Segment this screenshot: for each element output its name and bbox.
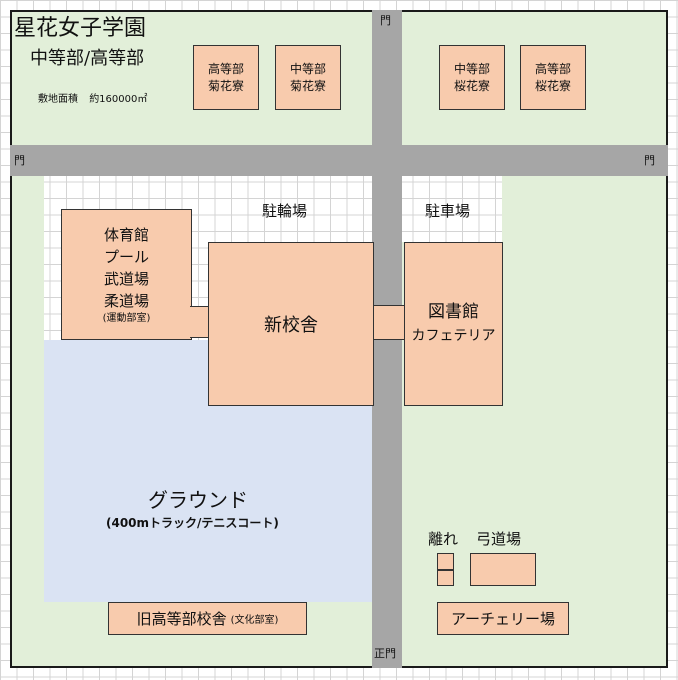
new-school-building: 新校舎 (208, 242, 374, 406)
gate-top: 門 (380, 14, 391, 27)
car-parking-label: 駐車場 (425, 202, 471, 220)
dorm-ouka-middle: 中等部 桜花寮 (439, 45, 505, 110)
old-building-name: 旧高等部校舎 (136, 610, 227, 628)
old-building-note: (文化部室) (230, 615, 279, 626)
gym-note: (運動部室) (102, 313, 151, 324)
annex-building (437, 553, 454, 586)
dorm-kikka-high: 高等部 菊花寮 (193, 45, 259, 110)
gym-line: プール (103, 248, 149, 266)
area-value: 約160000㎡ (89, 94, 148, 105)
school-subtitle: 中等部/高等部 (30, 48, 145, 69)
ground-name: グラウンド (148, 488, 248, 512)
dorm-line2: 桜花寮 (534, 78, 571, 93)
dorm-kikka-middle: 中等部 菊花寮 (275, 45, 341, 110)
gym-line: 武道場 (103, 270, 149, 288)
archery-range: アーチェリー場 (437, 602, 569, 635)
dorm-line1: 高等部 (534, 61, 571, 76)
gate-right: 門 (644, 154, 655, 167)
library-sub: カフェテリア (411, 328, 496, 344)
annex-label: 離れ (428, 530, 459, 548)
library-connector (372, 305, 406, 340)
dorm-line1: 中等部 (289, 61, 326, 76)
old-high-school-building: 旧高等部校舎 (文化部室) (108, 602, 307, 635)
dorm-line2: 菊花寮 (207, 78, 244, 93)
gym-line: 体育館 (103, 226, 149, 244)
area-label-text: 敷地面積 (38, 94, 78, 105)
ground-sub: (400mトラック/テニスコート) (106, 516, 279, 530)
gym-connector (190, 306, 210, 338)
kyudo-label: 弓道場 (476, 530, 522, 548)
grid-zone-parking (402, 176, 502, 242)
gym-building: 体育館 プール 武道場 柔道場 (運動部室) (61, 209, 192, 340)
annex-divider (438, 569, 453, 571)
dorm-line2: 菊花寮 (289, 78, 326, 93)
gate-left: 門 (14, 154, 25, 167)
library-building: 図書館 カフェテリア (404, 242, 503, 406)
kyudo-building (470, 553, 536, 586)
school-title: 星花女子学園 (14, 16, 147, 41)
dorm-ouka-high: 高等部 桜花寮 (520, 45, 586, 110)
dorm-line2: 桜花寮 (453, 78, 490, 93)
gym-line: 柔道場 (103, 292, 149, 310)
road-horizontal (10, 145, 668, 176)
gate-main: 正門 (374, 647, 396, 660)
area-label: 敷地面積 約160000㎡ (38, 90, 147, 105)
library-name: 図書館 (428, 302, 479, 322)
bicycle-parking-label: 駐輪場 (262, 202, 308, 220)
dorm-line1: 中等部 (453, 61, 490, 76)
archery-label: アーチェリー場 (450, 610, 556, 628)
new-building-label: 新校舎 (264, 315, 318, 336)
dorm-line1: 高等部 (207, 61, 244, 76)
